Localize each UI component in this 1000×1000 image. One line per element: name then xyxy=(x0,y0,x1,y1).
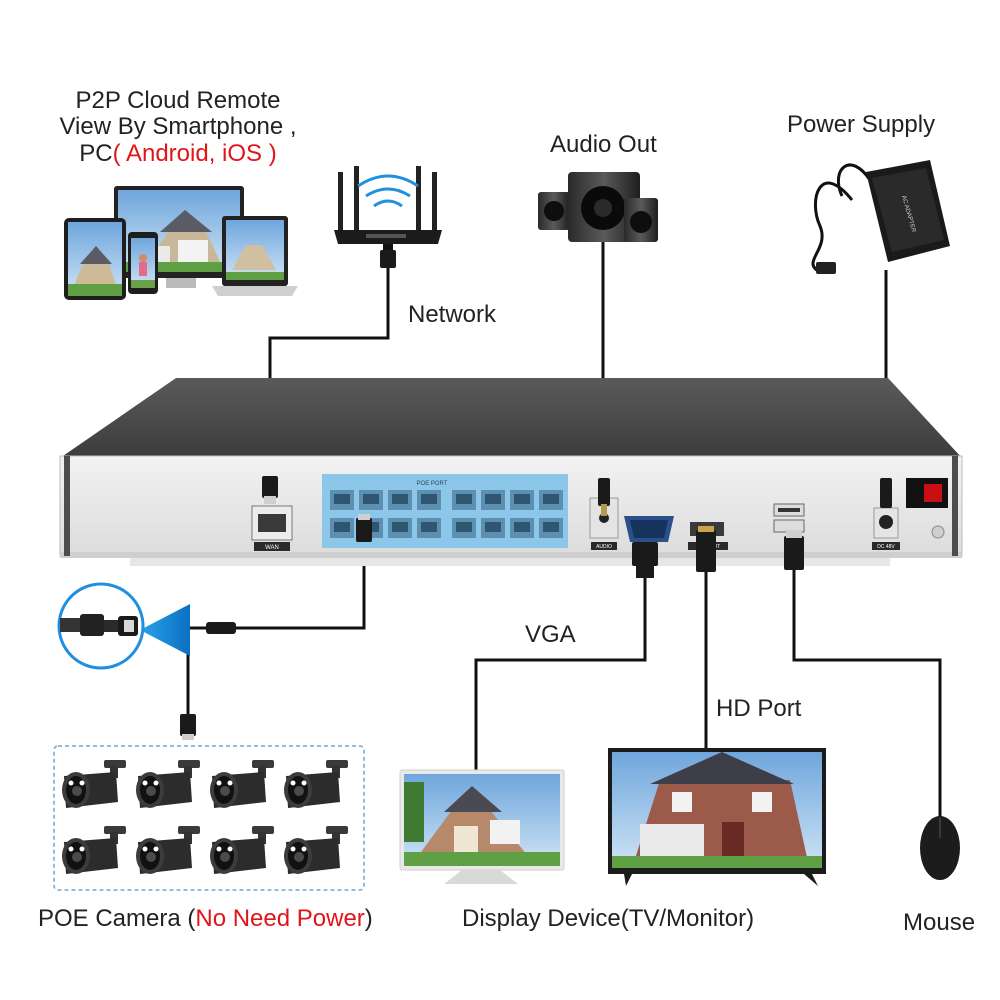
poe-port-hole xyxy=(514,494,530,504)
poe-port-hole xyxy=(514,522,530,532)
poe-port-hole xyxy=(543,522,559,532)
poe-camera-group-frame xyxy=(53,745,365,891)
usb-ports xyxy=(773,503,805,533)
cloud-remote-pc: PC xyxy=(79,139,113,167)
poe-port-hole xyxy=(485,494,501,504)
poe-camera xyxy=(62,760,126,808)
poe-port-hole xyxy=(334,522,350,532)
poe-port-hole xyxy=(543,494,559,504)
dc-port: DC 48V xyxy=(872,507,900,550)
hd-port-label: HD Port xyxy=(716,695,802,722)
poe-port-hole xyxy=(363,494,379,504)
cloud-remote-line-3: PC( Android, iOS ) xyxy=(50,139,306,167)
poe-port-hole xyxy=(456,522,472,532)
network-label: Network xyxy=(408,301,497,328)
poe-camera-label: POE Camera (No Need Power) xyxy=(38,905,373,932)
wan-port: WAN xyxy=(251,505,293,551)
router-illustration xyxy=(334,166,442,258)
mouse-illustration xyxy=(920,816,960,880)
audio-out-label: Audio Out xyxy=(550,131,657,158)
cloud-remote-label: P2P Cloud Remote View By Smartphone , PC… xyxy=(50,87,306,167)
power-adapter-illustration: AC ADAPTER xyxy=(811,160,950,274)
poe-port-hole xyxy=(485,522,501,532)
poe-camera xyxy=(284,760,348,808)
tv-illustration xyxy=(608,748,826,886)
cloud-remote-os: ( Android, iOS ) xyxy=(112,139,277,167)
poe-port-hole xyxy=(392,494,408,504)
poe-camera xyxy=(210,760,274,808)
nvr-recorder: WAN POE PORT AUDIO HDMI OUT xyxy=(59,378,963,566)
vga-label: VGA xyxy=(525,621,576,648)
display-device-label: Display Device(TV/Monitor) xyxy=(462,905,755,932)
mouse-cable xyxy=(792,570,942,818)
poe-camera xyxy=(284,826,348,874)
power-switch xyxy=(906,478,948,508)
cables xyxy=(186,242,942,818)
poe-port-hole xyxy=(456,494,472,504)
poe-port-hole xyxy=(392,522,408,532)
cloud-remote-line-1: P2P Cloud Remote xyxy=(75,87,281,114)
wan-label: WAN xyxy=(265,545,279,551)
poe-camera xyxy=(210,826,274,874)
mouse-label: Mouse xyxy=(903,909,976,936)
poe-port-hole xyxy=(334,494,350,504)
cloud-remote-line-2: View By Smartphone , xyxy=(59,113,297,141)
ground-screw xyxy=(931,525,945,539)
poe-port-hole xyxy=(421,494,437,504)
dc-label: DC 48V xyxy=(877,544,895,550)
no-need-power-text: No Need Power xyxy=(195,905,365,932)
poe-port-label: POE PORT xyxy=(417,481,448,487)
cloud-devices-illustration xyxy=(64,186,298,300)
poe-camera xyxy=(62,826,126,874)
poe-camera xyxy=(136,760,200,808)
camera-connector-zoom xyxy=(57,582,190,670)
vga-cable xyxy=(474,578,647,770)
connectors xyxy=(180,250,892,740)
poe-camera-text: POE Camera ( xyxy=(38,905,196,932)
poe-camera-close-paren: ) xyxy=(364,905,373,932)
vga-port xyxy=(624,516,674,542)
poe-camera xyxy=(136,826,200,874)
speakers-illustration xyxy=(538,172,658,242)
vga-monitor-illustration xyxy=(399,769,565,884)
poe-port-hole xyxy=(421,522,437,532)
poe-camera-group xyxy=(62,760,348,874)
power-supply-label: Power Supply xyxy=(787,111,936,138)
audio-label: AUDIO xyxy=(596,544,612,550)
